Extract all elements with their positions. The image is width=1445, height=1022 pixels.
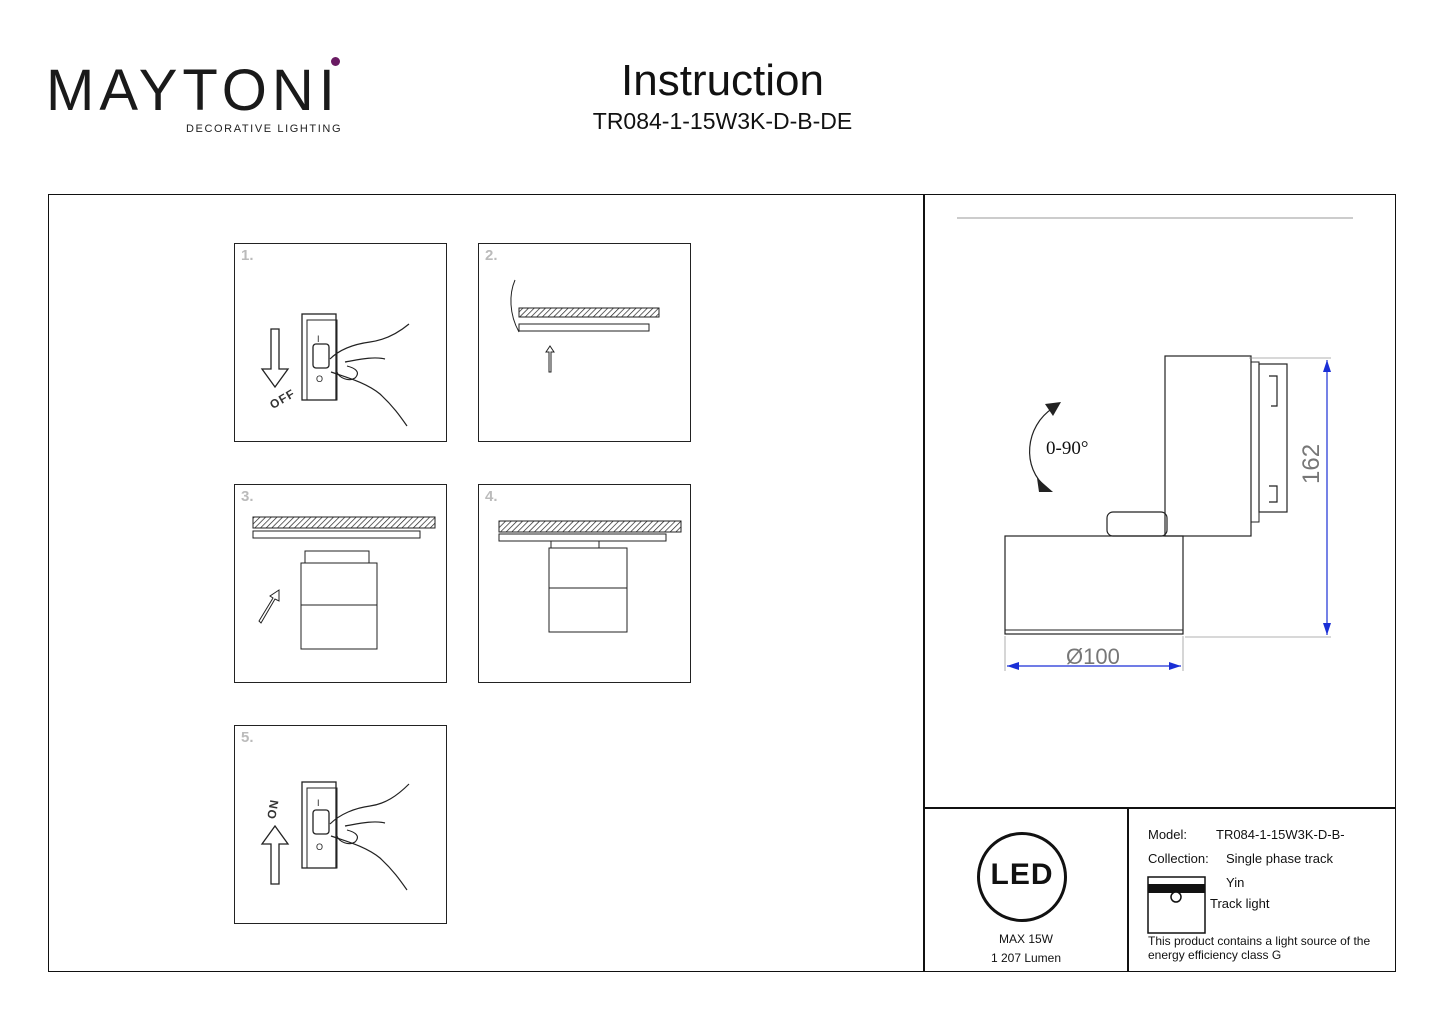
led-badge-text: LED [990, 858, 1054, 891]
step-number: 1. [241, 247, 254, 264]
svg-text:O: O [316, 374, 323, 384]
step-number: 2. [485, 247, 498, 264]
frame-divider-horizontal [923, 807, 1396, 809]
svg-text:I: I [317, 798, 320, 808]
diameter-label: Ø100 [1066, 644, 1120, 669]
led-badge-icon [977, 832, 1067, 922]
brand-logo: MAYTONI [46, 58, 340, 123]
model-label: Model: [1148, 827, 1188, 842]
spec-divider [1127, 807, 1129, 972]
step-4-panel: 4. [478, 484, 691, 683]
energy-class-line2: energy efficiency class G [1148, 948, 1282, 962]
instruction-frame [48, 194, 1396, 972]
height-label: 162 [1298, 443, 1325, 484]
technical-drawing [957, 217, 1353, 671]
track-light-icon [1147, 876, 1206, 934]
lumen: 1 207 Lumen [990, 951, 1062, 965]
brand-accent-dot [331, 57, 340, 66]
rotation-label: 0-90° [1046, 438, 1089, 459]
page-subtitle: TR084-1-15W3K-D-B-DE [592, 108, 853, 134]
step-number: 4. [485, 488, 498, 505]
frame-divider-vertical [923, 194, 925, 972]
switch-off-icon: I O [260, 313, 410, 427]
step-5-panel: 5. I O ON [234, 725, 447, 924]
step-number: 5. [241, 729, 254, 746]
step-3-panel: 3. [234, 484, 447, 683]
brand-tagline: DECORATIVE LIGHTING [186, 123, 343, 135]
collection-name: Yin [1226, 875, 1245, 890]
max-power: MAX 15W [998, 932, 1053, 946]
mounted-luminaire-icon [498, 520, 682, 633]
ceiling-track-icon [510, 279, 660, 373]
svg-text:I: I [317, 334, 320, 344]
collection-value: Single phase track [1226, 851, 1333, 866]
step-number: 3. [241, 488, 254, 505]
switch-on-icon: I O [260, 781, 410, 891]
insert-luminaire-icon [252, 516, 436, 650]
model-value: TR084-1-15W3K-D-B- [1216, 827, 1345, 842]
collection-label: Collection: [1148, 851, 1209, 866]
step-2-panel: 2. [478, 243, 691, 442]
energy-class-line1: This product contains a light source of … [1148, 934, 1371, 948]
svg-text:O: O [316, 842, 323, 852]
page-title: Instruction [621, 56, 824, 105]
step-1-panel: 1. I O OFF [234, 243, 447, 442]
product-type: Track light [1210, 896, 1270, 911]
